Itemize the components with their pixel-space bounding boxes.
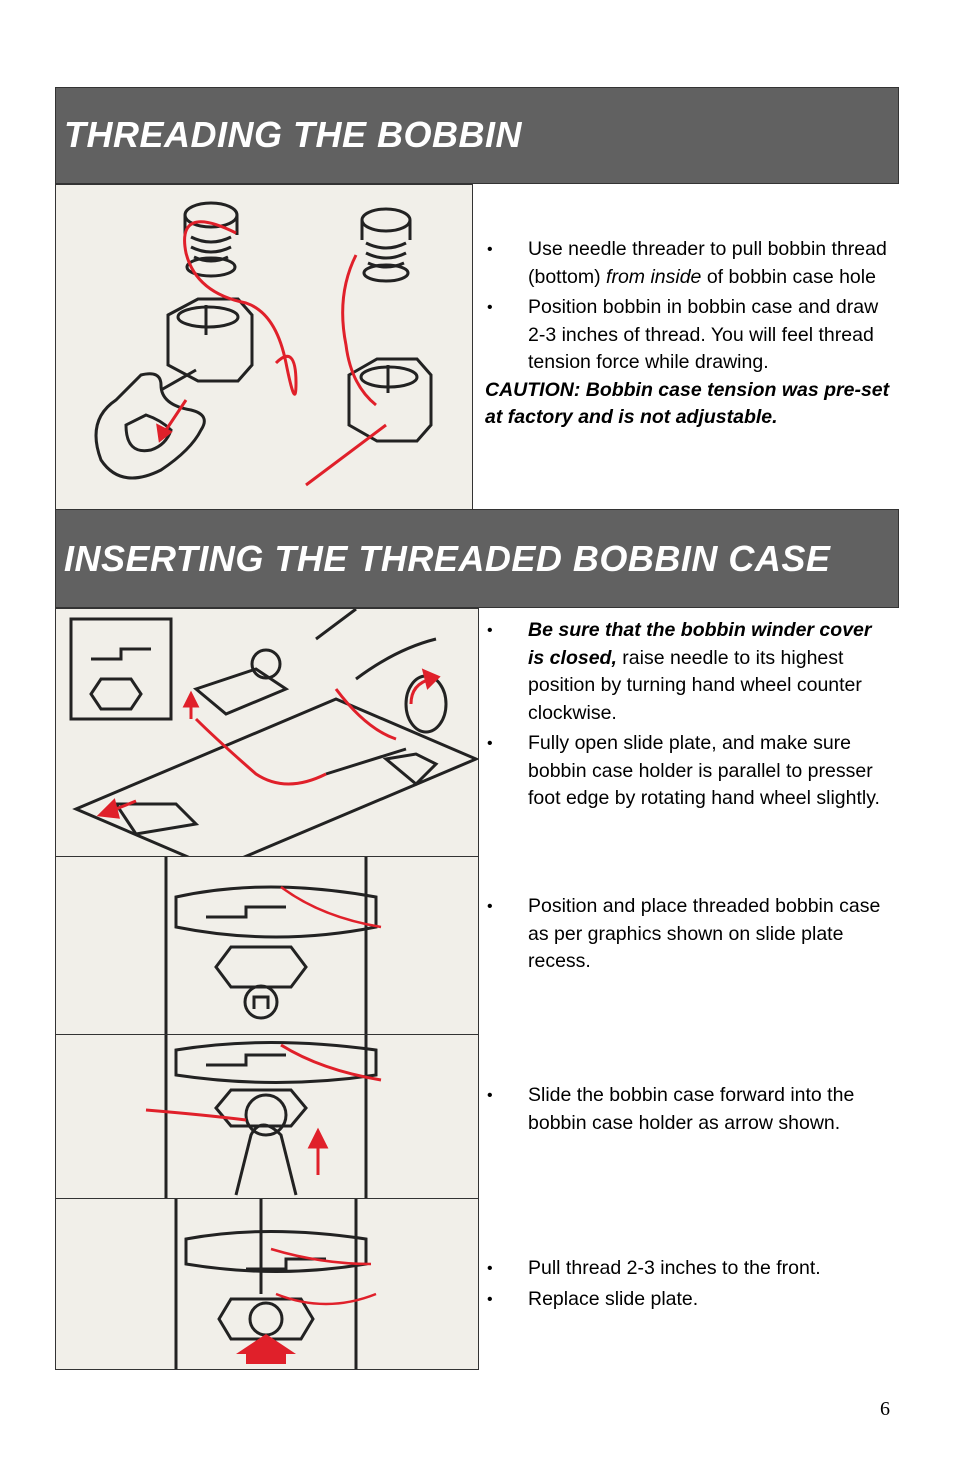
list-item: Slide the bobbin case forward into the b… <box>485 1082 890 1137</box>
list-item: Fully open slide plate, and make sure bo… <box>485 730 890 813</box>
section-header-threading: THREADING THE BOBBIN <box>55 87 899 184</box>
threading-instructions: Use needle threader to pull bobbin threa… <box>485 236 890 432</box>
list-item: Be sure that the bobbin winder cover is … <box>485 617 890 727</box>
step4-instructions: Pull thread 2-3 inches to the front. Rep… <box>485 1255 890 1316</box>
list-item: Pull thread 2-3 inches to the front. <box>485 1255 890 1283</box>
step3-instructions: Slide the bobbin case forward into the b… <box>485 1082 890 1140</box>
list-item: Position and place threaded bobbin case … <box>485 893 890 976</box>
illustration-threading-bobbin <box>55 184 473 510</box>
illustration-slide-bobbin-case <box>55 1034 479 1200</box>
section-title-threading: THREADING THE BOBBIN <box>64 114 522 155</box>
page-number: 6 <box>880 1398 890 1420</box>
section-header-inserting: INSERTING THE THREADED BOBBIN CASE <box>55 509 899 608</box>
illustration-position-bobbin-case <box>55 856 479 1036</box>
step1-instructions: Be sure that the bobbin winder cover is … <box>485 617 890 816</box>
list-item: Replace slide plate. <box>485 1286 890 1314</box>
illustration-slide-plate-open <box>55 608 479 858</box>
step2-instructions: Position and place threaded bobbin case … <box>485 893 890 979</box>
list-item: Use needle threader to pull bobbin threa… <box>485 236 890 291</box>
section-title-inserting: INSERTING THE THREADED BOBBIN CASE <box>64 538 831 579</box>
list-item: Position bobbin in bobbin case and draw … <box>485 294 890 377</box>
illustration-pull-thread <box>55 1198 479 1370</box>
caution-note: CAUTION: Bobbin case tension was pre-set… <box>485 378 890 429</box>
